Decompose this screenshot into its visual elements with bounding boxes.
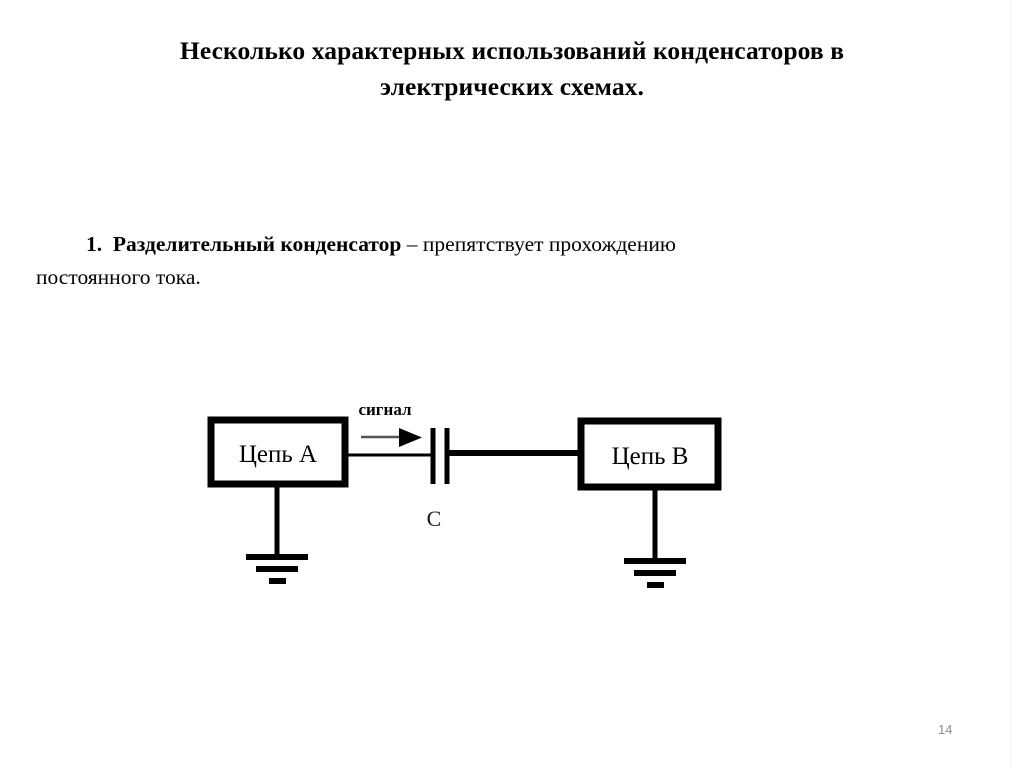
block-a-box — [207, 416, 349, 488]
definition-text-line-1: препятствует прохождению — [422, 232, 676, 256]
definition-text-line-2: постоянного тока. — [36, 265, 201, 289]
signal-arrow-head — [399, 428, 422, 447]
list-item-number: 1. — [86, 232, 103, 256]
block-a-label: Цепь А — [239, 441, 317, 468]
body-paragraph: 1. Разделительный конденсатор – препятст… — [36, 228, 976, 294]
page-number: 14 — [938, 722, 953, 737]
page-title-line-1: Несколько характерных использований конд… — [179, 36, 845, 65]
capacitor-label: C — [427, 506, 442, 531]
block-b-label: Цепь В — [612, 443, 689, 470]
page-title-line-2: электрических схемах. — [379, 72, 644, 101]
page-title: Несколько характерных использований конд… — [112, 33, 912, 105]
signal-label: сигнал — [358, 400, 412, 419]
slide-right-edge — [1010, 0, 1011, 767]
term-bold: Разделительный конденсатор — [112, 232, 402, 256]
em-dash: – — [406, 232, 418, 256]
block-b-box — [577, 417, 722, 491]
